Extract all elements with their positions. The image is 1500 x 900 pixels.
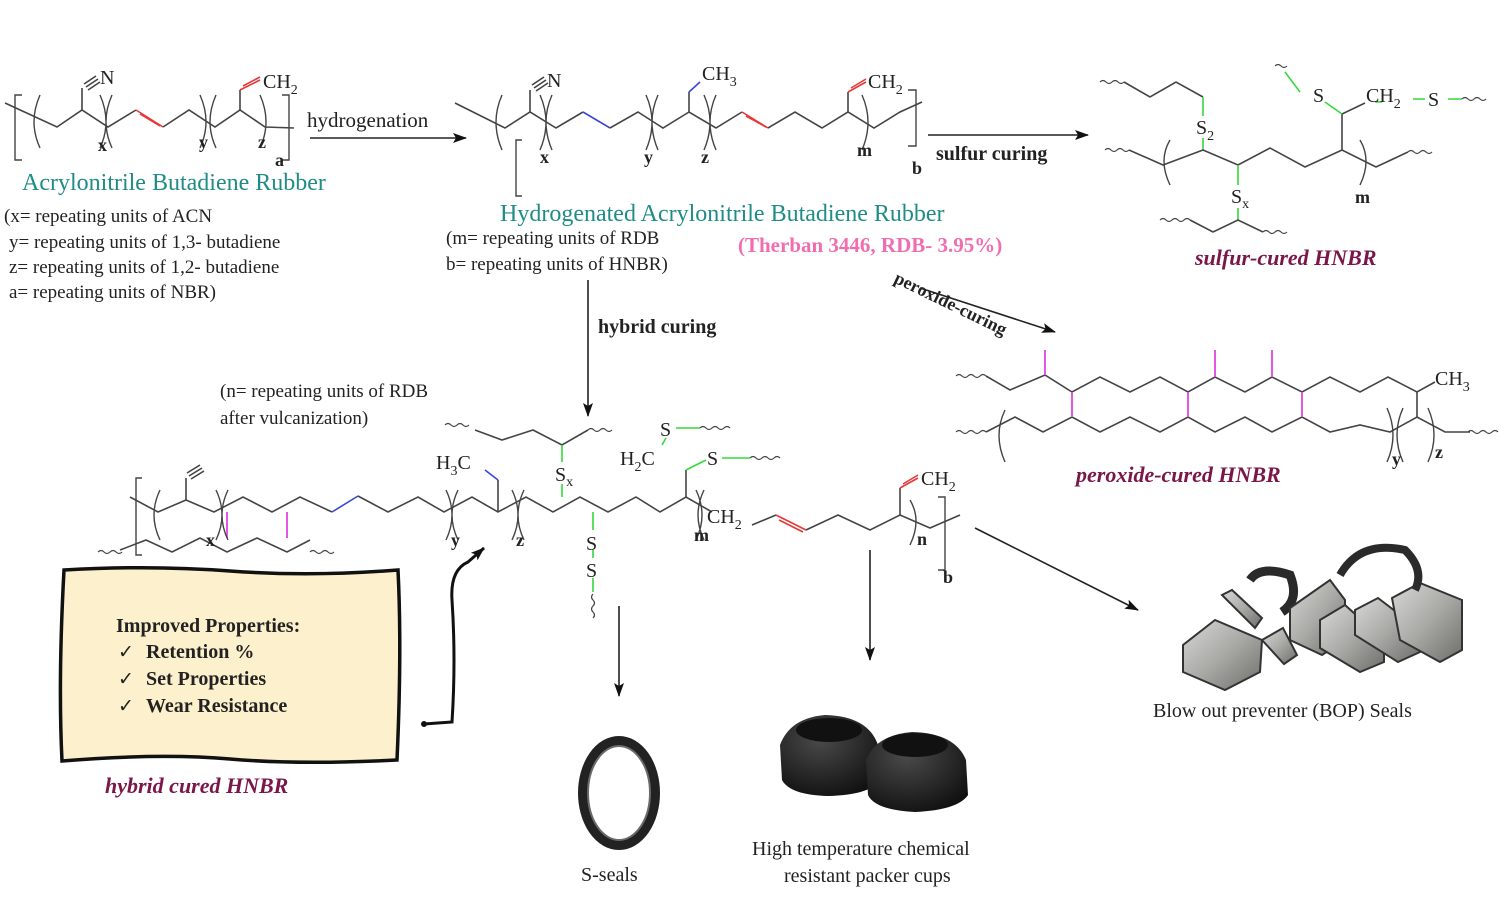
svg-text:m: m [857, 140, 872, 160]
sulfur-curing-label: sulfur curing [936, 143, 1047, 165]
nbr-structure: N CH2 x y z a [4, 67, 298, 170]
svg-text:(x= repeating units of ACN: (x= repeating units of ACN [4, 206, 212, 227]
nbr-parentheses [33, 94, 267, 149]
subscript-y: y [199, 132, 208, 152]
svg-text:y: y [451, 530, 460, 550]
hnbr-grade-label: (Therban 3446, RDB- 3.95%) [738, 233, 1002, 257]
property-item: ✓ Retention % [118, 641, 254, 663]
svg-text:S: S [1428, 89, 1439, 111]
subscript-x: x [98, 135, 107, 155]
svg-text:x: x [206, 530, 215, 550]
svg-text:CH2: CH2 [868, 71, 903, 98]
svg-text:N: N [547, 70, 561, 92]
peroxide-crosslinks [1044, 350, 1303, 417]
peroxide-cured-structure: CH3 y z [955, 350, 1499, 469]
svg-text:H2C: H2C [620, 448, 655, 475]
checkmark-icon: ✓ [118, 696, 134, 717]
improved-properties-box: Improved Properties: ✓ Retention % ✓ Set… [58, 565, 402, 765]
ch2-group: CH2 [263, 71, 298, 98]
hnbr-legend-m: (m= repeating units of RDB [446, 228, 659, 249]
nbr-chain-acn [4, 102, 137, 128]
hybrid-cured-structure: H3C Sx S S H2C S S CH2 CH2 x y z m n b [97, 419, 961, 619]
hybrid-legend-n: (n= repeating units of RDB [220, 381, 428, 402]
nbr-double-bond [135, 109, 164, 128]
nbr-bracket-left [14, 94, 22, 161]
property-item: ✓ Set Properties [118, 668, 266, 690]
svg-text:b: b [912, 158, 922, 178]
peroxide-curing-label: peroxide-curing [891, 268, 1010, 340]
s-seals-label: S-seals [581, 864, 638, 886]
to-bop-seals-arrow [974, 527, 1139, 611]
svg-text:CH2: CH2 [1366, 85, 1401, 112]
hnbr-structure: N CH3 CH2 x y z m b [454, 63, 923, 197]
subscript-z: z [258, 132, 266, 152]
packer-cups-label: High temperature chemical [752, 838, 970, 860]
svg-text:CH3: CH3 [702, 63, 737, 90]
svg-text:a= repeating units of NBR): a= repeating units of NBR) [9, 282, 216, 303]
checkmark-icon: ✓ [118, 642, 134, 663]
bop-seals-icon [1182, 543, 1463, 692]
svg-text:y= repeating units of 1,3- but: y= repeating units of 1,3- butadiene [9, 232, 280, 253]
svg-text:y: y [1392, 449, 1401, 469]
hydrogenation-label: hydrogenation [307, 108, 429, 132]
hybrid-legend-n-cont: after vulcanization) [220, 408, 368, 429]
svg-text:CH2: CH2 [921, 468, 956, 495]
sulfur-cured-structure: S2 Sx S CH2 S m [1099, 63, 1487, 235]
svg-text:x: x [540, 147, 549, 167]
svg-text:S2: S2 [1196, 117, 1214, 144]
packer-cups-icon [780, 715, 968, 812]
nbr-vinyl-double-bond [239, 76, 261, 91]
svg-text:Set Properties: Set Properties [146, 668, 266, 690]
s-seal-ring-icon [578, 736, 660, 850]
svg-text:z= repeating units of 1,2- but: z= repeating units of 1,2- butadiene [9, 257, 279, 278]
subscript-a: a [275, 150, 284, 170]
nbr-title: Acrylonitrile Butadiene Rubber [22, 170, 326, 196]
box-connector-arrow [423, 546, 485, 726]
hybrid-curing-label: hybrid curing [598, 316, 716, 338]
hnbr-title: Hydrogenated Acrylonitrile Butadiene Rub… [500, 201, 945, 227]
svg-text:b: b [943, 567, 953, 587]
svg-text:Wear Resistance: Wear Resistance [146, 695, 287, 717]
svg-text:m: m [1355, 187, 1370, 207]
nbr-chain-butadiene [162, 109, 295, 129]
svg-text:CH3: CH3 [1435, 368, 1470, 395]
svg-text:Sx: Sx [1231, 186, 1249, 212]
svg-text:z: z [516, 530, 524, 550]
peroxide-cured-title: peroxide-cured HNBR [1074, 462, 1281, 487]
hydrogenated-bond [582, 111, 611, 129]
svg-text:H3C: H3C [436, 452, 471, 479]
bop-seals-label: Blow out preventer (BOP) Seals [1153, 700, 1412, 722]
nitrogen-atom: N [100, 67, 114, 89]
nbr-nitrile-bond [81, 75, 101, 110]
svg-text:z: z [701, 147, 709, 167]
hybrid-cured-title: hybrid cured HNBR [105, 773, 288, 798]
svg-text:S: S [586, 560, 597, 582]
properties-heading: Improved Properties: [116, 615, 300, 637]
sulfur-cured-title: sulfur-cured HNBR [1194, 245, 1377, 270]
packer-cups-label-line2: resistant packer cups [784, 865, 951, 887]
svg-text:S: S [586, 533, 597, 555]
svg-text:Sx: Sx [555, 464, 573, 490]
svg-text:n: n [917, 529, 927, 549]
svg-text:S: S [707, 448, 718, 470]
property-item: ✓ Wear Resistance [118, 695, 287, 717]
svg-text:y: y [644, 147, 653, 167]
svg-text:m: m [694, 525, 709, 545]
checkmark-icon: ✓ [118, 669, 134, 690]
nbr-legend: (x= repeating units of ACN y= repeating … [4, 206, 280, 303]
svg-text:Retention %: Retention % [146, 641, 254, 663]
svg-text:z: z [1435, 442, 1443, 462]
svg-text:CH2: CH2 [707, 506, 742, 533]
hnbr-legend-b: b= repeating units of HNBR) [446, 254, 668, 275]
svg-text:S: S [660, 419, 671, 441]
peroxide-curing-arrow [919, 287, 1056, 333]
svg-text:S: S [1313, 85, 1324, 107]
